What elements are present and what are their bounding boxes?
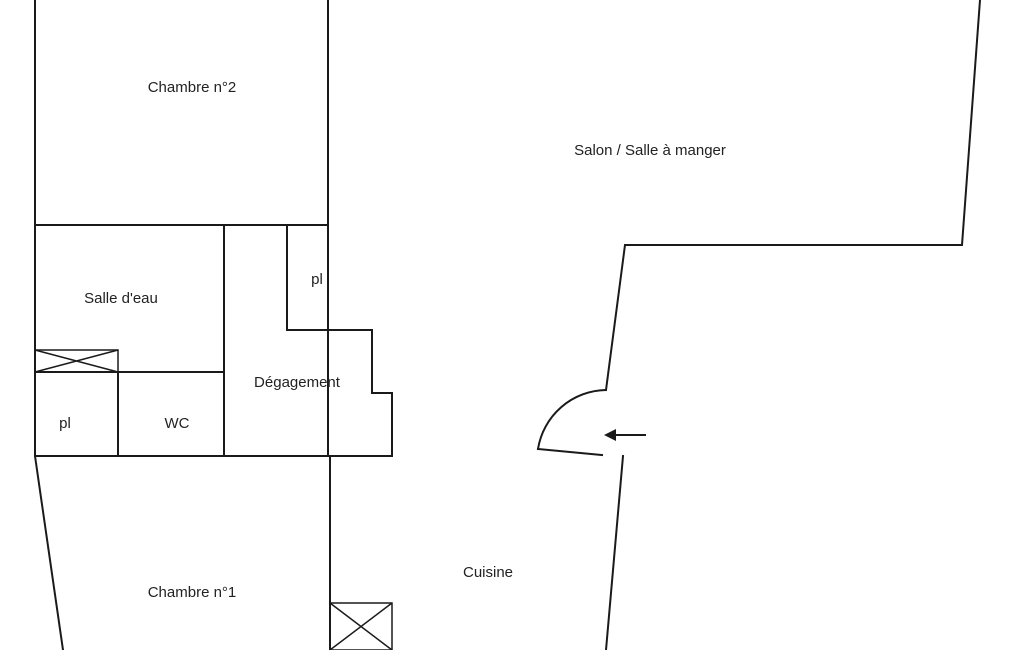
wall-degagement [327, 329, 393, 457]
label-degagement: Dégagement [254, 374, 341, 391]
cupboard-cross [329, 602, 393, 650]
entrance-door [536, 388, 608, 457]
label-chambre-1: Chambre n°1 [148, 584, 237, 601]
label-chambre-2: Chambre n°2 [148, 79, 237, 96]
label-salon: Salon / Salle à manger [574, 142, 726, 159]
label-salle-eau: Salle d'eau [84, 290, 158, 307]
wall-chambre-2 [34, 0, 329, 226]
wall-chambre-1 [33, 454, 65, 650]
label-wc: WC [165, 415, 190, 432]
shower-tray [34, 349, 119, 373]
wall-placard-top [286, 224, 329, 331]
arrow-left-icon [604, 429, 646, 441]
label-placard-bottom: pl [59, 415, 71, 432]
label-placard-top: pl [311, 271, 323, 288]
wall-cuisine-right [604, 454, 625, 650]
wall-salon-outline [604, 0, 982, 392]
label-cuisine: Cuisine [463, 564, 513, 581]
